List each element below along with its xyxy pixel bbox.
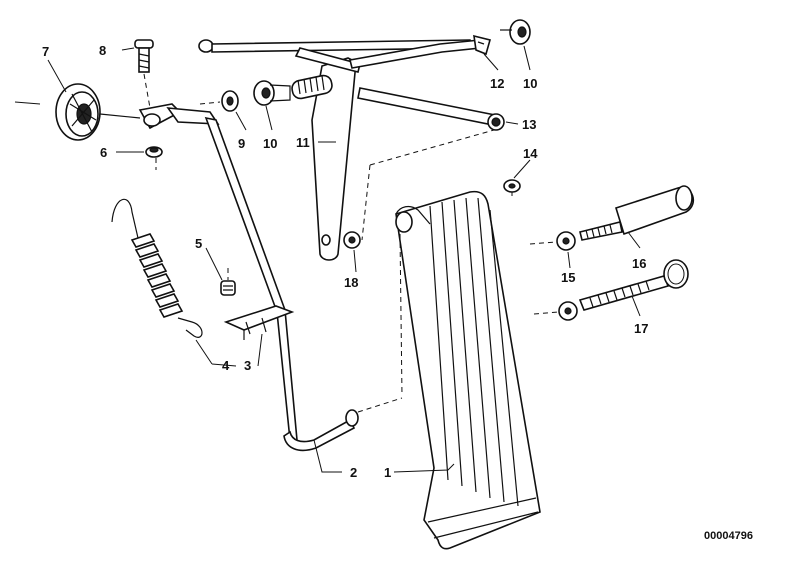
part-10-bushing-left [253, 80, 291, 106]
leader-lines [47, 45, 641, 473]
part-11-lever-arm [291, 57, 357, 261]
callout-6: 6 [100, 145, 107, 160]
callout-4: 4 [222, 358, 230, 373]
part-3-bracket-plate [223, 305, 295, 340]
part-17-stop-bolt [578, 259, 689, 311]
callout-14: 14 [523, 146, 538, 161]
part-5-clip [220, 268, 236, 296]
callout-12: 12 [490, 76, 504, 91]
part-6-nut [145, 146, 163, 170]
part-2-linkage-rod [138, 103, 403, 452]
part-7-bushing [14, 83, 141, 141]
callout-2: 2 [350, 465, 357, 480]
part-10-bushing-right [500, 19, 531, 45]
part-8-bolt [134, 39, 154, 109]
callout-16: 16 [632, 256, 646, 271]
part-4-return-spring [111, 198, 203, 338]
part-14-washer [503, 179, 521, 196]
part-13-ball-joint [491, 117, 501, 127]
callout-13: 13 [522, 117, 536, 132]
callout-9: 9 [238, 136, 245, 151]
callout-15: 15 [561, 270, 575, 285]
callout-8: 8 [99, 43, 106, 58]
callout-18: 18 [344, 275, 358, 290]
part-15-nuts [529, 231, 578, 321]
part-16-stop-screw [579, 185, 695, 241]
callout-1: 1 [384, 465, 391, 480]
upper-linkage-rods [198, 39, 505, 241]
callout-10-left: 10 [263, 136, 277, 151]
diagram-code: 00004796 [704, 530, 753, 542]
callout-3: 3 [244, 358, 251, 373]
callout-5: 5 [195, 236, 202, 251]
part-12-clip [473, 34, 491, 56]
callout-10-right: 10 [523, 76, 537, 91]
callout-7: 7 [42, 44, 49, 59]
callout-11: 11 [296, 135, 310, 150]
part-1-accelerator-pedal [395, 190, 541, 550]
callout-17: 17 [634, 321, 648, 336]
part-9-washer [199, 90, 239, 112]
part-18-nut [343, 231, 361, 249]
